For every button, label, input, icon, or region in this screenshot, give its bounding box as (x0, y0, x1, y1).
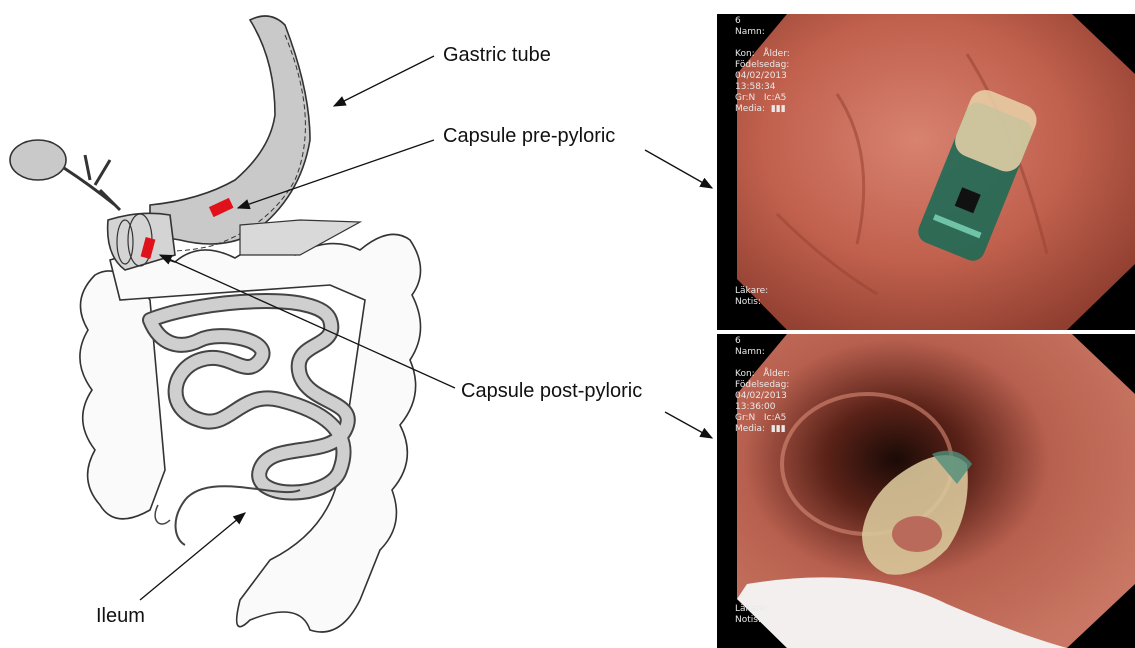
gallbladder-illustration (10, 140, 120, 210)
small-intestine-illustration (150, 301, 348, 545)
gastric-tube-arrow (334, 56, 434, 106)
endoscopy-image-bottom: 6 Namn: Kon: Ålder: Födelsedag: 04/02/20… (717, 334, 1135, 648)
endoscopy-image-top: 6 Namn: Kon: Ålder: Födelsedag: 04/02/20… (717, 14, 1135, 330)
endoscopy-top-arrow (645, 150, 712, 188)
endoscopy-bottom-arrow (665, 412, 712, 438)
capsule-pre-pyloric-label: Capsule pre-pyloric (443, 125, 615, 148)
ileum-arrow (140, 513, 245, 600)
ileum-label: Ileum (96, 605, 145, 628)
capsule-post-pyloric-label: Capsule post-pyloric (461, 380, 642, 403)
gastric-tube-illustration (150, 16, 360, 255)
gastric-tube-label: Gastric tube (443, 44, 551, 67)
